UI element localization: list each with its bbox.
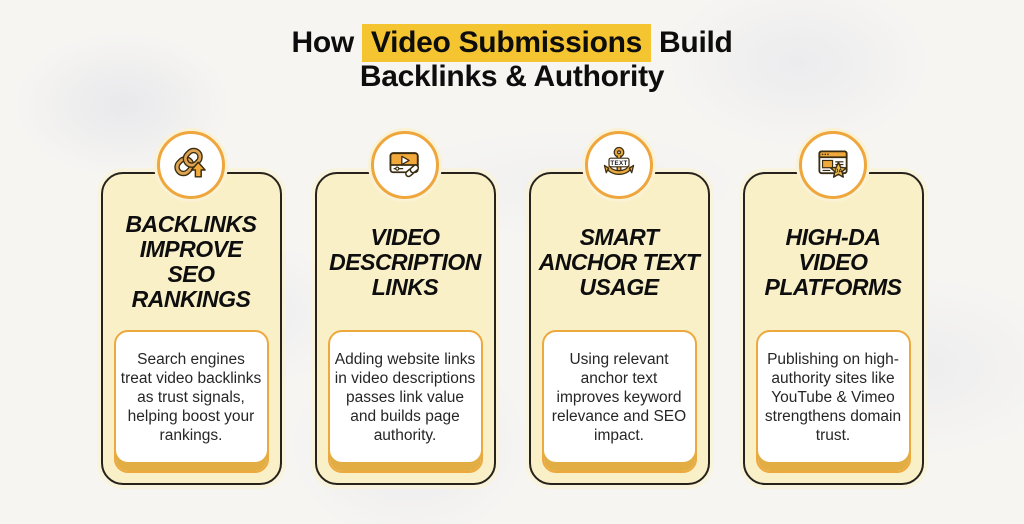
card-description-box: Publishing on high-authority sites like … (755, 330, 911, 473)
card-title: SMART ANCHOR TEXT USAGE (538, 223, 700, 300)
title-suffix: Build (651, 26, 733, 59)
cards-row: BACKLINKS IMPROVE SEO RANKINGS Search en… (0, 131, 1024, 485)
title-line2: Backlinks & Authority (359, 60, 665, 93)
card-backlinks-improve-seo: BACKLINKS IMPROVE SEO RANKINGS Search en… (100, 131, 282, 485)
card-title: VIDEO DESCRIPTION LINKS (329, 223, 481, 300)
card-description: Search engines treat video backlinks as … (120, 351, 262, 444)
card-smart-anchor-text: TEXT SMART ANCHOR TEXT USAGE Using relev… (528, 131, 710, 485)
card-icon-circle: DA (799, 131, 867, 199)
card-description: Adding website links in video descriptio… (334, 351, 476, 444)
card-title: BACKLINKS IMPROVE SEO RANKINGS (125, 211, 257, 312)
card-description: Using relevant anchor text improves keyw… (551, 351, 687, 444)
card-title: HIGH-DA VIDEO PLATFORMS (764, 223, 902, 300)
title-prefix: How (291, 26, 362, 59)
high-da-platform-icon: DA (818, 150, 848, 178)
chain-link-up-icon (174, 147, 206, 178)
card-icon-circle: TEXT (585, 131, 653, 199)
card-description-box: Adding website links in video descriptio… (327, 330, 483, 473)
title-highlight: Video Submissions (361, 24, 652, 62)
card-high-da-platforms: DA HIGH-DA VIDEO PLATFORMS Publishing on… (742, 131, 924, 485)
svg-text:TEXT: TEXT (610, 160, 627, 167)
card-icon-circle (371, 131, 439, 199)
card-video-description-links: VIDEO DESCRIPTION LINKS Adding website l… (314, 131, 496, 485)
card-description-box: Using relevant anchor text improves keyw… (541, 330, 697, 473)
card-description-box: Search engines treat video backlinks as … (113, 330, 269, 473)
anchor-text-icon: TEXT (603, 146, 635, 175)
video-description-link-icon (389, 152, 420, 178)
card-description: Publishing on high-authority sites like … (764, 351, 902, 444)
card-icon-circle (157, 131, 225, 199)
svg-text:DA: DA (835, 169, 843, 175)
